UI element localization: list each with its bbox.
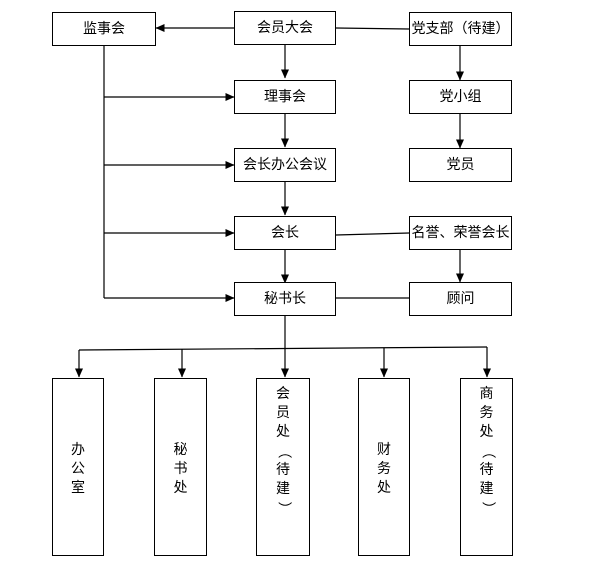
char: 务 bbox=[377, 461, 391, 477]
char: 处 bbox=[276, 424, 290, 440]
char: 办 bbox=[71, 442, 85, 458]
node-business-dept: 商 务 处 （ 待 建 ） bbox=[460, 378, 513, 556]
node-president: 会长 bbox=[234, 216, 336, 250]
char: ） bbox=[479, 501, 495, 516]
char: 处 bbox=[479, 424, 494, 440]
char: 商 bbox=[479, 386, 494, 402]
node-party-group: 党小组 bbox=[409, 80, 512, 114]
char: 财 bbox=[377, 442, 391, 458]
char: 公 bbox=[71, 461, 85, 477]
char: 建 bbox=[276, 481, 290, 497]
char: 建 bbox=[479, 481, 494, 497]
node-general-assembly: 会员大会 bbox=[234, 11, 336, 45]
line-branch-to-assembly bbox=[335, 27, 410, 30]
node-advisors: 顾问 bbox=[409, 282, 512, 316]
char: 待 bbox=[276, 462, 290, 478]
char: 会 bbox=[276, 386, 290, 402]
node-general-office: 办 公 室 bbox=[52, 378, 104, 556]
char: 员 bbox=[276, 405, 290, 421]
line-honorary-to-president bbox=[335, 232, 410, 236]
char: ） bbox=[275, 501, 292, 516]
char: 书 bbox=[173, 461, 188, 477]
char: 处 bbox=[377, 480, 391, 496]
char: 务 bbox=[479, 405, 494, 421]
node-party-members: 党员 bbox=[409, 148, 512, 182]
char: 待 bbox=[479, 462, 494, 478]
char: （ bbox=[479, 444, 495, 459]
node-secretary-general: 秘书长 bbox=[234, 282, 336, 316]
char: 秘 bbox=[173, 442, 188, 458]
char: 室 bbox=[71, 480, 85, 496]
node-honorary-presidents: 名誉、荣誉会长 bbox=[409, 216, 512, 250]
node-membership-dept: 会 员 处 （ 待 建 ） bbox=[256, 378, 310, 556]
char: （ bbox=[275, 444, 292, 459]
node-president-office-meeting: 会长办公会议 bbox=[234, 148, 336, 182]
node-finance-dept: 财 务 处 bbox=[358, 378, 410, 556]
node-council: 理事会 bbox=[234, 80, 336, 114]
node-party-branch: 党支部（待建） bbox=[409, 12, 512, 46]
node-supervisory-board: 监事会 bbox=[52, 12, 156, 46]
node-secretariat: 秘 书 处 bbox=[154, 378, 207, 556]
department-bus bbox=[78, 346, 488, 351]
char: 处 bbox=[173, 480, 188, 496]
